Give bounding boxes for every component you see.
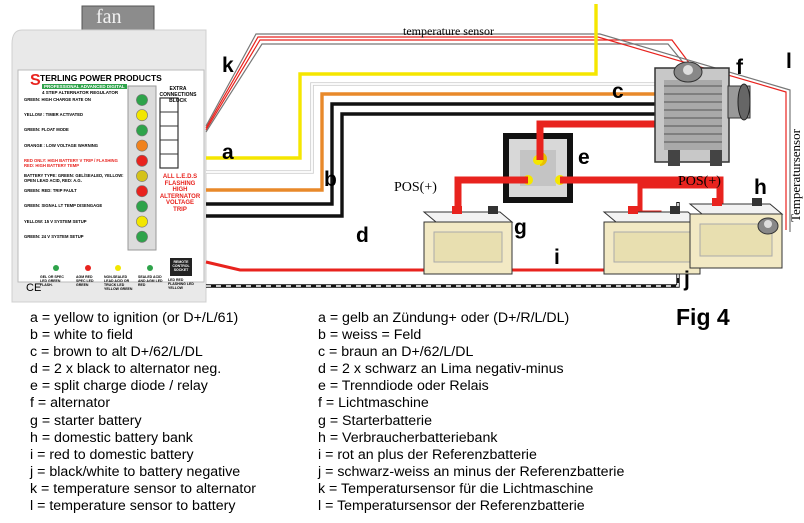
red-power-cables	[454, 120, 724, 212]
label-c: c	[612, 80, 624, 103]
legend-en-a: a = yellow to ignition (or D+/L/61)	[30, 310, 239, 326]
led-label-3: GREEN: FLOAT MODE	[24, 127, 69, 133]
temp-sensor-label: temperature sensor	[403, 24, 494, 38]
bottom-label-4: SEALED ACID AND AGM LED RED	[138, 275, 163, 287]
status-led-2	[136, 109, 148, 122]
led-label-5: RED ONLY: HIGH BATTERY V TRIP / FLASHING…	[24, 157, 118, 168]
wire-c-brown	[206, 92, 655, 192]
status-led-5	[136, 154, 148, 167]
status-led-8	[136, 200, 148, 213]
legend-en-c: c = brown to alt D+/62/L/DL	[30, 344, 203, 361]
panel-model-1: PROFESSIONAL ADVANCED DIGITAL	[42, 84, 127, 89]
led-label-1: GREEN: HIGH CHARGE RATE ON	[24, 97, 91, 102]
label-h: h	[754, 176, 767, 199]
legend-de-d: d = 2 x schwarz an Lima negativ-minus	[318, 361, 564, 378]
alternator	[654, 61, 751, 166]
fan-label: fan	[96, 6, 122, 28]
wire-a-yellow	[206, 4, 598, 160]
led-label-7: GREEN: RED: TRIP FAULT	[24, 188, 77, 194]
legend-de-k: k = Temperatursensor für die Lichtmaschi…	[318, 480, 594, 497]
led-label-6: BATTERY TYPE: GREEN: GEL/SEALED, YELLOW:…	[24, 173, 124, 184]
panel-model-2: 4 STEP ALTERNATOR REGULATOR	[42, 90, 119, 95]
remote-socket-label: REMOTE CONTROL SOCKET	[172, 260, 190, 272]
legend-english: a = yellow to ignition (or D+/L/61) b = …	[30, 310, 256, 515]
led-label-9: YELLOW: 15 V SYSTEM SETUP	[24, 218, 87, 224]
temp-sensor-label-de: Temperatursensor	[788, 129, 803, 222]
bottom-label-2: AGM RED SPEC LED GREEN	[76, 275, 94, 287]
legend-en-e: e = split charge diode / relay	[30, 378, 208, 395]
brand-logo: S	[30, 72, 41, 89]
status-led-10	[136, 230, 148, 243]
legend-de-h: h = Verbraucherbatteriebank	[318, 429, 498, 446]
label-k: k	[222, 54, 234, 77]
label-a: a	[222, 141, 234, 164]
legend-en-g: g = starter battery	[30, 412, 142, 429]
panel-brand: TERLING POWER PRODUCTS	[40, 73, 162, 83]
wire-k-temp-sensor-alt	[205, 39, 691, 133]
pos-label-domestic: POS(+)	[678, 174, 721, 189]
status-led-9	[136, 215, 148, 228]
legend-en-l: l = temperature sensor to battery	[30, 498, 236, 515]
panel-bottom-leds	[53, 265, 153, 271]
legend-de-g: g = Starterbatterie	[318, 412, 432, 429]
bottom-label-3: NON-SEALED LEAD ACID OR TRUCK LED YELLOW…	[104, 275, 133, 291]
legend-de-e: e = Trenndiode oder Relais	[318, 378, 489, 395]
led-label-2: YELLOW : TIMER ACTIVATED	[24, 112, 84, 118]
label-l: l	[786, 50, 792, 73]
figure-label: Fig 4	[676, 304, 730, 330]
legend-de-j: j = schwarz-weiss an minus der Referenzb…	[318, 463, 625, 480]
starter-battery	[422, 206, 514, 275]
led-label-8: GREEN: SIGNAL LT TEMP DISENGAGE	[24, 203, 103, 209]
status-led-4	[136, 139, 148, 152]
status-led-6	[136, 170, 148, 182]
led-column	[136, 94, 148, 243]
pos-label-starter: POS(+)	[394, 180, 437, 195]
legend-de-i: i = rot an plus der Referenzbatterie	[318, 446, 537, 463]
legend-en-d: d = 2 x black to alternator neg.	[30, 361, 222, 378]
legend-en-k: k = temperature sensor to alternator	[30, 480, 256, 497]
ce-mark: CE	[26, 282, 42, 294]
status-led-3	[136, 124, 148, 137]
label-d: d	[356, 224, 369, 247]
led-label-4: ORANGE : LOW VOLTAGE WARNING	[24, 142, 99, 148]
legend-de-c: c = braun an D+/62/L/DL	[318, 344, 474, 361]
legend-de-a: a = gelb an Zündung+ oder (D+/R/L/DL)	[318, 310, 570, 326]
label-e: e	[578, 146, 590, 169]
bottom-label-5: LED RED FLASHING LED YELLOW	[168, 278, 194, 290]
domestic-battery-bank	[602, 198, 784, 275]
legend-en-h: h = domestic battery bank	[30, 429, 193, 446]
legend-en-j: j = black/white to battery negative	[30, 463, 241, 480]
label-j: j	[684, 268, 690, 291]
legend-en-f: f = alternator	[30, 395, 111, 412]
extra-connections-label: EXTRA CONNECTIONS BLOCK	[159, 86, 197, 104]
legend-german: a = gelb an Zündung+ oder (D+/R/L/DL) b …	[318, 310, 624, 515]
status-led-1	[136, 94, 148, 106]
wire-l-temp-sensor-battery	[205, 33, 791, 232]
status-led-7	[136, 185, 148, 198]
legend-de-f: f = Lichtmaschine	[318, 395, 429, 412]
led-label-10: GREEN: 24 V SYSTEM SETUP	[24, 233, 84, 239]
regulator-panel	[11, 29, 207, 303]
label-g: g	[514, 216, 527, 239]
label-b: b	[324, 168, 337, 191]
legend-en-b: b = white to field	[30, 327, 133, 344]
bottom-label-1: GEL OR SPEC LED GREEN FLASH.	[40, 275, 64, 287]
label-f: f	[736, 56, 743, 79]
label-i: i	[554, 246, 560, 269]
wire-d-black	[206, 102, 655, 206]
legend-de-b: b = weiss = Feld	[318, 327, 422, 344]
legend-de-l: l = Temperatursensor der Referenzbatteri…	[318, 498, 585, 515]
legend-en-i: i = red to domestic battery	[30, 446, 194, 463]
